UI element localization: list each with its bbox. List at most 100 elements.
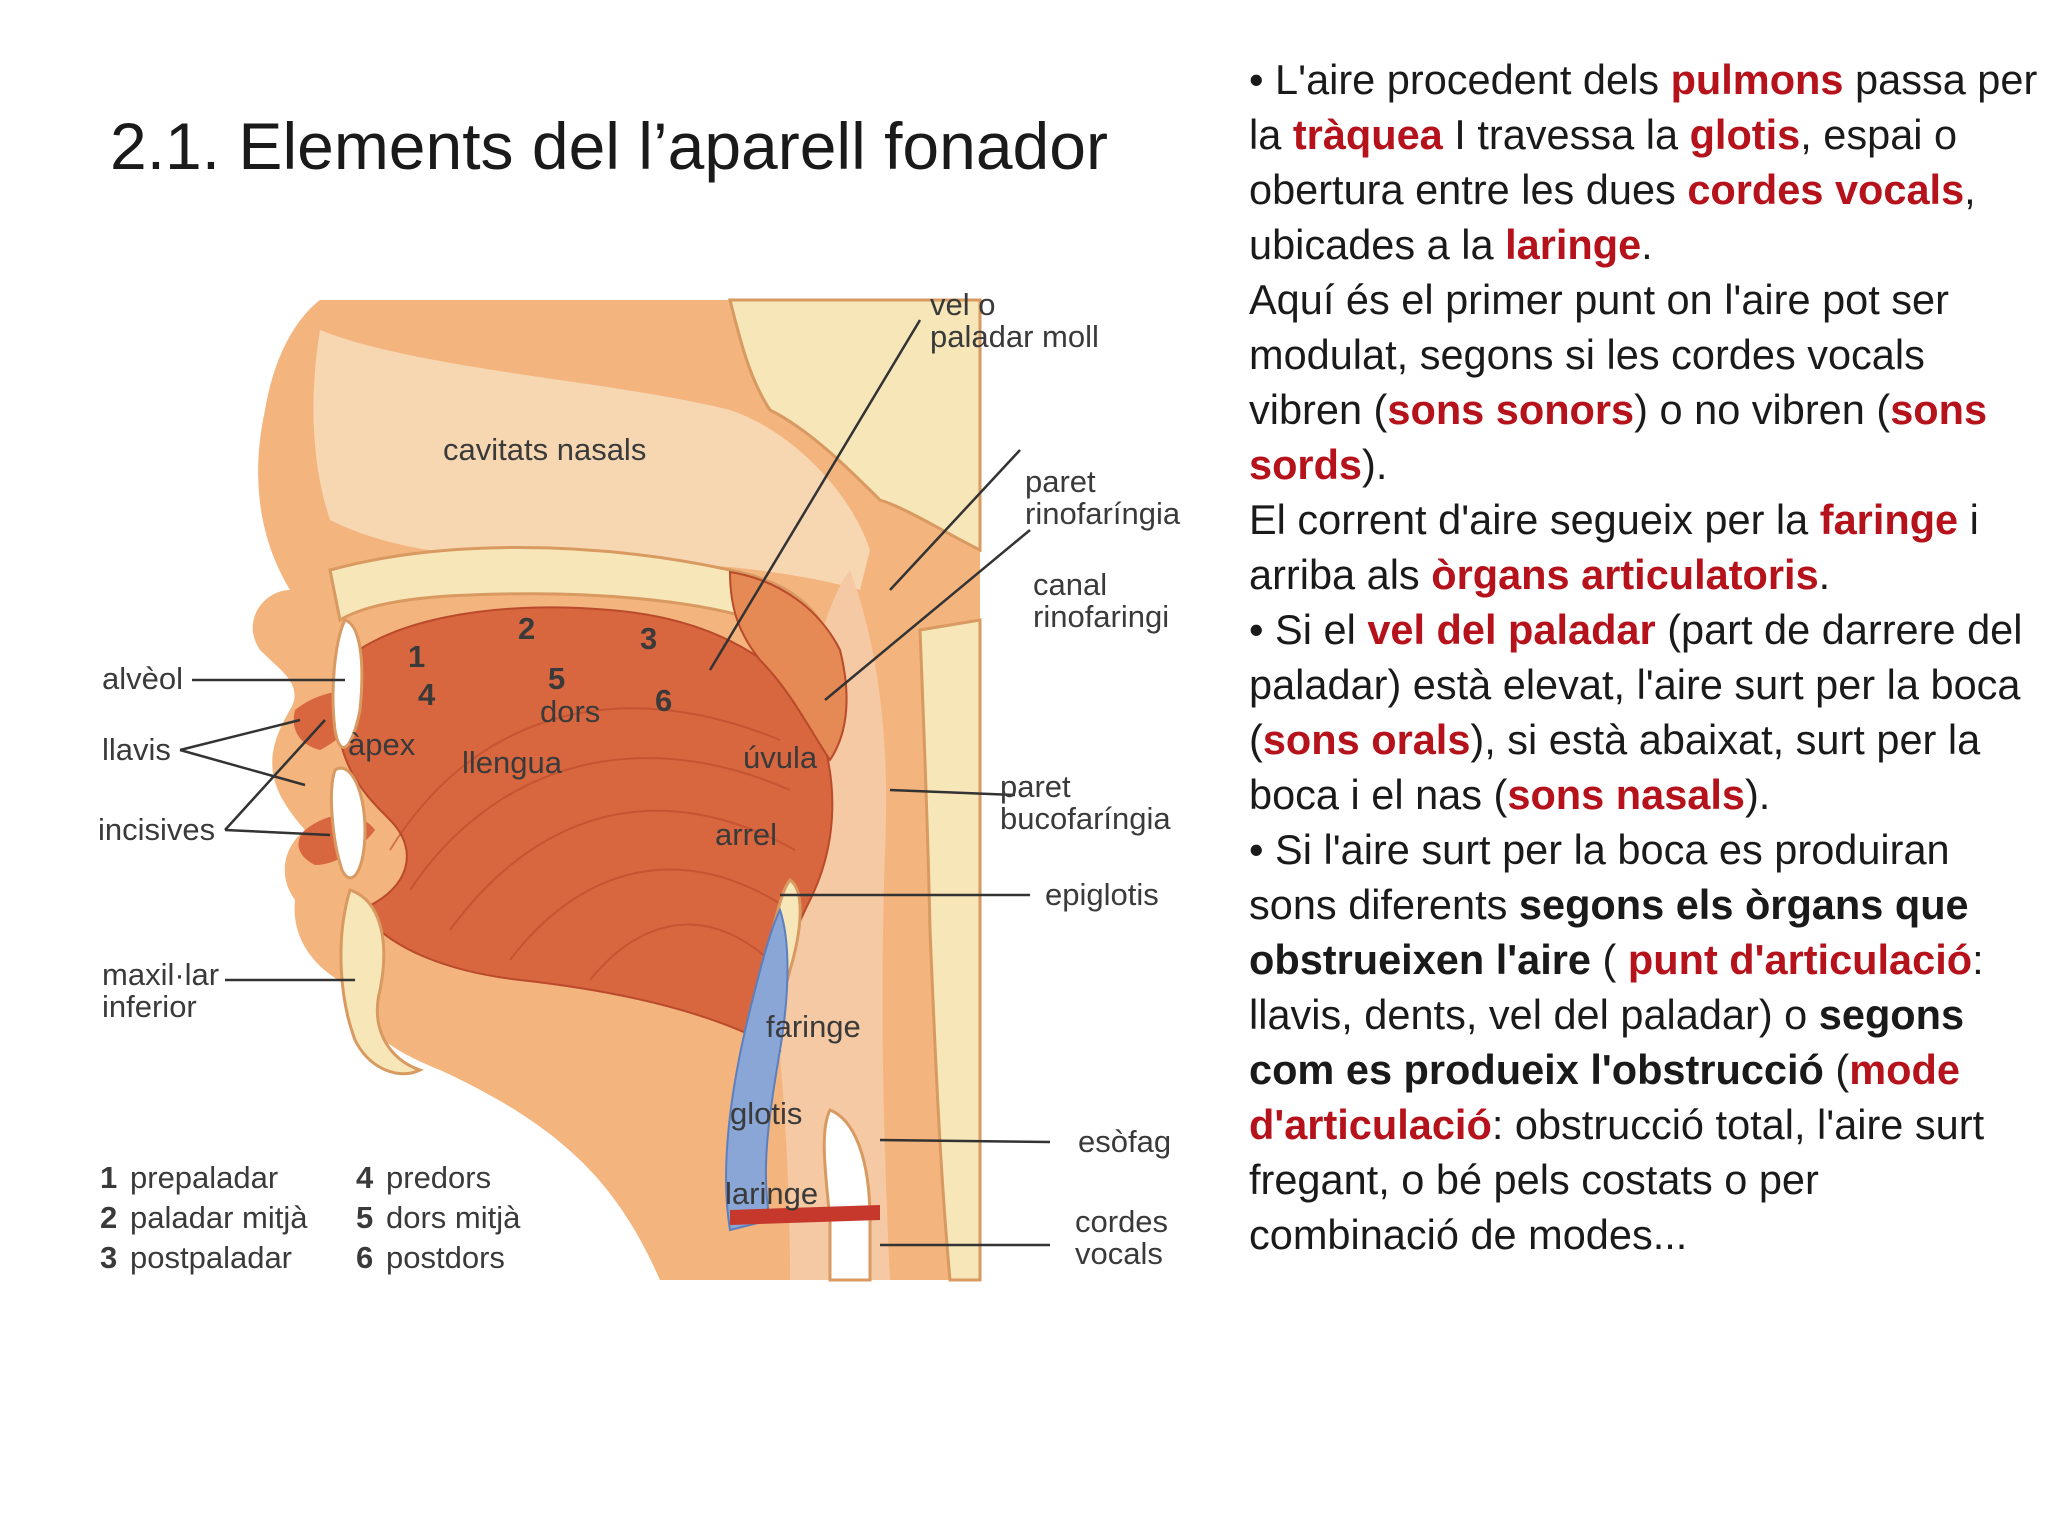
label-alveol: alvèol bbox=[102, 661, 183, 696]
text-run: • Si l'aire surt per la boca es produira… bbox=[1249, 826, 1950, 928]
leader-lines bbox=[179, 319, 1051, 1247]
term-punt-articulacio: punt d'articulació bbox=[1627, 936, 1973, 983]
spine bbox=[918, 618, 982, 1282]
text-run: • Si el bbox=[1249, 606, 1368, 653]
text-run: ). bbox=[1362, 441, 1388, 488]
term-segons-els-organs: segons els òrgans que obstrueixen l'aire bbox=[1249, 881, 1969, 983]
paragraph-articulation: • Si l'aire surt per la boca es produira… bbox=[1249, 822, 2039, 1262]
text-run: , espai o obertura entre les dues bbox=[1249, 111, 1958, 213]
label-faringe: faringe bbox=[766, 1009, 861, 1044]
legend-number: 2 bbox=[100, 1200, 118, 1235]
label-cordes-1: cordes bbox=[1075, 1204, 1169, 1239]
zone-number-2: 2 bbox=[518, 611, 536, 646]
explanation-text: • L'aire procedent dels pulmons passa pe… bbox=[1249, 52, 2039, 1262]
legend-label: postpaladar bbox=[130, 1240, 293, 1275]
tongue-fibers bbox=[389, 707, 796, 981]
label-apex: àpex bbox=[348, 727, 416, 762]
zone-number-6: 6 bbox=[655, 683, 673, 718]
term-sons-nasals: sons nasals bbox=[1507, 771, 1745, 818]
label-paret-rino-1: paret bbox=[1025, 464, 1096, 499]
label-arrel: arrel bbox=[715, 817, 778, 852]
term-faringe: faringe bbox=[1819, 496, 1959, 543]
text-run: (part de darrere del paladar) està eleva… bbox=[1249, 606, 2023, 763]
term-pulmons: pulmons bbox=[1670, 56, 1844, 103]
zone-number-1: 1 bbox=[408, 639, 426, 674]
label-maxilar-2: inferior bbox=[102, 989, 197, 1024]
label-laringe: laringe bbox=[725, 1176, 819, 1211]
paragraph-airflow: • L'aire procedent dels pulmons passa pe… bbox=[1249, 52, 2039, 272]
velum bbox=[728, 570, 848, 762]
text-run: • L'aire procedent dels bbox=[1249, 56, 1671, 103]
text-run: El corrent d'aire segueix per la bbox=[1249, 496, 1820, 543]
label-esofag: esòfag bbox=[1078, 1124, 1172, 1159]
zone-number-5: 5 bbox=[548, 661, 566, 696]
legend-number: 6 bbox=[356, 1240, 374, 1275]
legend-label: postdors bbox=[386, 1240, 505, 1275]
term-traquea: tràquea bbox=[1292, 111, 1443, 158]
zone-number-3: 3 bbox=[640, 621, 658, 656]
text-run: ), si està abaixat, surt per la boca i e… bbox=[1249, 716, 1981, 818]
text-run: ( bbox=[1823, 1046, 1850, 1093]
label-incisives: incisives bbox=[98, 812, 216, 847]
text-run: ). bbox=[1744, 771, 1771, 818]
label-uvula: úvula bbox=[743, 740, 818, 775]
label-glotis: glotis bbox=[730, 1096, 803, 1131]
text-run: Aquí és el primer punt on l'aire pot ser… bbox=[1249, 276, 1949, 433]
legend-number: 1 bbox=[100, 1160, 118, 1195]
vocal-cords-shape bbox=[730, 1205, 880, 1225]
text-run: : obstrucció total, l'aire surt fregant,… bbox=[1249, 1101, 1985, 1258]
zone-number-4: 4 bbox=[418, 677, 436, 712]
label-canal-rino-2: rinofaringi bbox=[1033, 599, 1170, 634]
paragraph-modulation: Aquí és el primer punt on l'aire pot ser… bbox=[1249, 272, 2039, 492]
text-run: . bbox=[1818, 551, 1831, 598]
term-laringe: laringe bbox=[1505, 221, 1642, 268]
term-vel-del-paladar: vel del paladar bbox=[1367, 606, 1656, 653]
lower-incisor bbox=[329, 766, 367, 880]
label-canal-rino-1: canal bbox=[1033, 567, 1108, 602]
term-glotis: glotis bbox=[1689, 111, 1801, 158]
term-sons-orals: sons orals bbox=[1262, 716, 1471, 763]
text-run: I travessa la bbox=[1442, 111, 1690, 158]
label-paret-buco-2: bucofaríngia bbox=[1000, 801, 1171, 836]
text-run: i arriba als bbox=[1249, 496, 1979, 598]
label-maxilar-1: maxil·lar bbox=[102, 957, 220, 992]
text-run: . bbox=[1641, 221, 1653, 268]
nasal-cavity bbox=[313, 330, 870, 590]
legend-number: 4 bbox=[356, 1160, 374, 1195]
term-mode-articulacio: mode d'articulació bbox=[1249, 1046, 1960, 1148]
legend-label: paladar mitjà bbox=[130, 1200, 308, 1235]
label-llengua: llengua bbox=[462, 745, 562, 780]
term-cordes-vocals: cordes vocals bbox=[1687, 166, 1965, 213]
label-dors: dors bbox=[540, 694, 601, 729]
legend-item: 6 postdors bbox=[356, 1240, 505, 1276]
upper-incisor bbox=[331, 618, 364, 749]
slide-title: 2.1. Elements del l’aparell fonador bbox=[110, 109, 1108, 183]
text-run: ) o no vibren ( bbox=[1634, 386, 1891, 433]
label-cordes-2: vocals bbox=[1075, 1236, 1163, 1271]
text-run: , ubicades a la bbox=[1249, 166, 1976, 268]
legend-label: predors bbox=[386, 1160, 492, 1195]
legend-label: prepaladar bbox=[130, 1160, 279, 1195]
label-paret-buco-1: paret bbox=[1000, 769, 1071, 804]
mandible bbox=[339, 888, 424, 1076]
legend-number: 3 bbox=[100, 1240, 118, 1275]
term-sons-sords: sons sords bbox=[1249, 386, 1988, 488]
paragraph-velum: • Si el vel del paladar (part de darrere… bbox=[1249, 602, 2039, 822]
vocal-tract-diagram: vel o paladar moll cavitats nasals paret… bbox=[90, 288, 1200, 1282]
term-segons-com-es: segons com es produeix l'obstrucció bbox=[1249, 991, 1965, 1093]
legend-item: 4 predors bbox=[356, 1160, 491, 1196]
esophagus-shape bbox=[822, 1108, 872, 1282]
term-organs-articulatoris: òrgans articulatoris bbox=[1431, 551, 1819, 598]
glottis-shape bbox=[725, 907, 789, 1232]
legend-item: 1 prepaladar bbox=[100, 1160, 278, 1196]
text-run: : llavis, dents, vel del paladar) o bbox=[1249, 936, 1984, 1038]
vocal-tract-illustration bbox=[179, 298, 1051, 1282]
paragraph-pharynx: El corrent d'aire segueix per la faringe… bbox=[1249, 492, 2039, 602]
legend-item: 2 paladar mitjà bbox=[100, 1200, 307, 1236]
text-run: passa per la bbox=[1249, 56, 2038, 158]
text-run: ( bbox=[1591, 936, 1628, 983]
label-epiglotis: epiglotis bbox=[1045, 877, 1159, 912]
legend-label: dors mitjà bbox=[386, 1200, 521, 1235]
label-paladar-moll: paladar moll bbox=[930, 319, 1099, 354]
